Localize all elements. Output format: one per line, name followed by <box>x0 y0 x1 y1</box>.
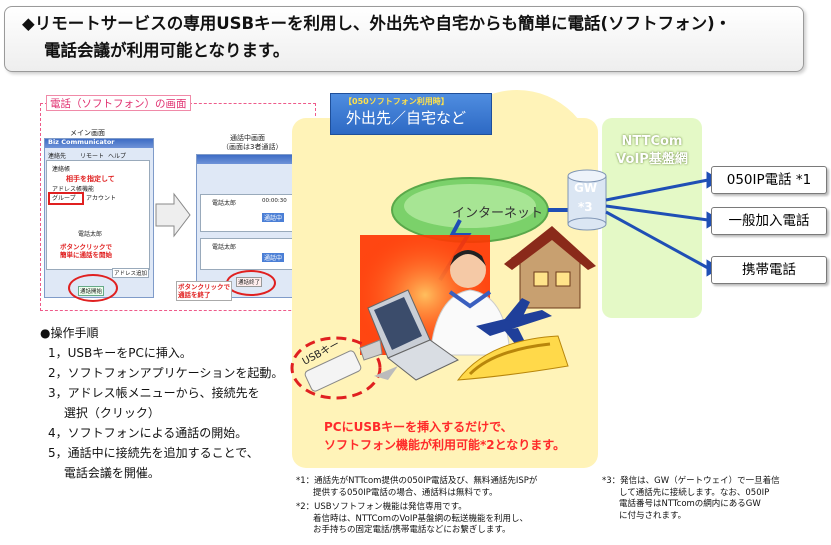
call-window-titlebar <box>197 155 307 164</box>
gw-destination-lines <box>605 171 720 277</box>
note-2-line-3: お手持ちの固定電話/携帯電話などにお繋ぎします。 <box>296 525 511 535</box>
call-entry-1-name: 電話太郎 <box>212 200 237 207</box>
note-2-line-1: *2：USBソフトフォン機能は発信専用です。 <box>296 502 467 512</box>
hint-start-line-1: ボタンクリックで <box>60 243 112 251</box>
group-highlight <box>48 192 84 205</box>
procedure-step-3: 3，アドレス帳メニューから、接続先を <box>48 386 260 400</box>
outside-box <box>330 93 492 135</box>
address-tree <box>46 160 150 270</box>
hint-end-line-2: 通話を終了 <box>178 291 211 299</box>
note-1-line-2: 提供する050IP電話の場合、通話料は無料です。 <box>296 487 498 498</box>
outside-box-small-label: 【050ソフトフォン利用時】 <box>344 97 449 106</box>
header-box <box>4 6 804 72</box>
call-entry-1 <box>200 194 304 232</box>
tree-item-account[interactable]: アカウント <box>86 195 117 202</box>
hint-start-call: ボタンクリックで 簡単に通話を開始 <box>60 243 112 259</box>
call-entry-1-status: 通話中 <box>262 213 285 222</box>
usb-caption: PCにUSBキーを挿入するだけで、 ソフトフォン機能が利用可能*2となります。 <box>324 418 565 454</box>
note-3-line-2: して通話先に接続します。なお、050IP <box>602 487 770 498</box>
main-window-titlebar <box>45 139 153 148</box>
internet-cloud-highlight <box>404 184 536 228</box>
note-2-line-2: 着信時は、NTTComのVoIP基盤網の転送機能を利用し、 <box>296 513 529 524</box>
softphone-panel-title: 電話（ソフトフォン）の画面 <box>46 95 191 111</box>
house <box>504 226 596 309</box>
ntt-line-2: VoIP基盤網 <box>616 152 688 167</box>
call-entry-1-time: 00:00:30 <box>262 198 287 204</box>
header-text: ◆リモートサービスの専用USBキーを利用し、外出先や自宅からも簡単に電話(ソフト… <box>22 10 792 64</box>
call-screen-label-2: （画面は3者通話） <box>222 143 283 151</box>
procedure-step-5-cont: 電話会議を開催。 <box>48 466 160 480</box>
usb-caption-line-2: ソフトフォン機能が利用可能*2となります。 <box>324 438 566 452</box>
outside-box-label: 外出先／自宅など <box>346 109 467 127</box>
call-entry-2-status: 通話中 <box>262 253 285 262</box>
main-screen-label: メイン画面 <box>70 129 105 137</box>
gw-note: *3 <box>578 200 593 214</box>
destination-050ip: 050IP電話 *1 <box>711 166 827 194</box>
note-1-line-1: *1：通話先がNTTcom提供の050IP電話及び、無料通話先ISPが <box>296 476 538 486</box>
procedure-step-2: 2，ソフトフォンアプリケーションを起動。 <box>48 366 284 380</box>
procedure-step-3-cont: 選択（クリック） <box>48 406 160 420</box>
menu-tab-contacts[interactable]: 連絡先 <box>48 153 67 160</box>
tree-item-group[interactable]: グループ <box>52 195 76 202</box>
ntt-line-1: NTTCom <box>621 134 683 149</box>
gw-label: GW <box>574 181 598 195</box>
procedure-section: ●操作手順 1，USBキーをPCに挿入。 2，ソフトフォンアプリケーションを起動… <box>40 323 290 483</box>
menu-tab-help[interactable]: ヘルプ <box>108 153 127 160</box>
screen-flow-arrow <box>155 192 191 238</box>
tree-item-contact[interactable]: 電話太郎 <box>78 231 103 238</box>
usb-key <box>290 336 398 400</box>
note-3-line-1: *3：発信は、GW（ゲートウェイ）で一旦着信 <box>602 476 780 486</box>
hint-end-line-1: ボタンクリックで <box>178 283 230 291</box>
call-button-highlight <box>68 274 118 302</box>
procedure-step-1: 1，USBキーをPCに挿入。 <box>48 346 192 360</box>
call-screen-label-1: 通話中画面 <box>230 134 265 142</box>
destination-mobile: 携帯電話 <box>711 256 827 284</box>
usb-caption-line-1: PCにUSBキーを挿入するだけで、 <box>324 420 513 434</box>
call-entry-2-name: 電話太郎 <box>212 244 237 251</box>
header-line-2: 電話会議が利用可能となります。 <box>44 41 290 60</box>
procedure-step-4: 4，ソフトフォンによる通話の開始。 <box>48 426 248 440</box>
header-line-1: ◆リモートサービスの専用USBキーを利用し、外出先や自宅からも簡単に電話(ソフト… <box>22 14 732 33</box>
procedure-title: ●操作手順 <box>40 326 99 340</box>
add-address-button[interactable]: アドレス追加 <box>112 268 150 278</box>
call-end-button[interactable]: 通話終了 <box>236 277 263 287</box>
destination-landline: 一般加入電話 <box>711 207 827 235</box>
app-title: Biz Communicator <box>48 138 115 146</box>
network-illustration <box>290 169 720 400</box>
laptop <box>367 289 459 381</box>
hint-end-call: ボタンクリックで 通話を終了 <box>176 281 232 301</box>
internet-label: インターネット <box>452 206 544 221</box>
tree-item-phonebook[interactable]: 連絡帳 <box>52 166 71 173</box>
note-1: *1：通話先がNTTcom提供の050IP電話及び、無料通話先ISPが 提供する… <box>296 476 596 499</box>
procedure-step-5: 5，通話中に接続先を追加することで、 <box>48 446 259 460</box>
gw-cylinder <box>567 169 607 231</box>
note-3-line-4: に付与されます。 <box>602 510 687 521</box>
bullet-train <box>456 335 569 381</box>
note-3-line-3: 電話番号はNTTcomの網内にあるGW <box>602 499 761 509</box>
menu-tab-remote[interactable]: リモート <box>80 153 105 160</box>
call-start-button[interactable]: 通話開始 <box>78 286 105 296</box>
ntt-network-label: NTTCom VoIP基盤網 <box>602 133 702 169</box>
hint-select-contact: 相手を指定して <box>66 175 115 183</box>
hint-start-line-2: 簡単に通話を開始 <box>60 251 112 259</box>
note-3: *3：発信は、GW（ゲートウェイ）で一旦着信 して通話先に接続します。なお、05… <box>602 476 827 522</box>
note-2: *2：USBソフトフォン機能は発信専用です。 着信時は、NTTComのVoIP基… <box>296 502 596 537</box>
tree-item-address[interactable]: アドレス帳機能 <box>52 186 95 193</box>
